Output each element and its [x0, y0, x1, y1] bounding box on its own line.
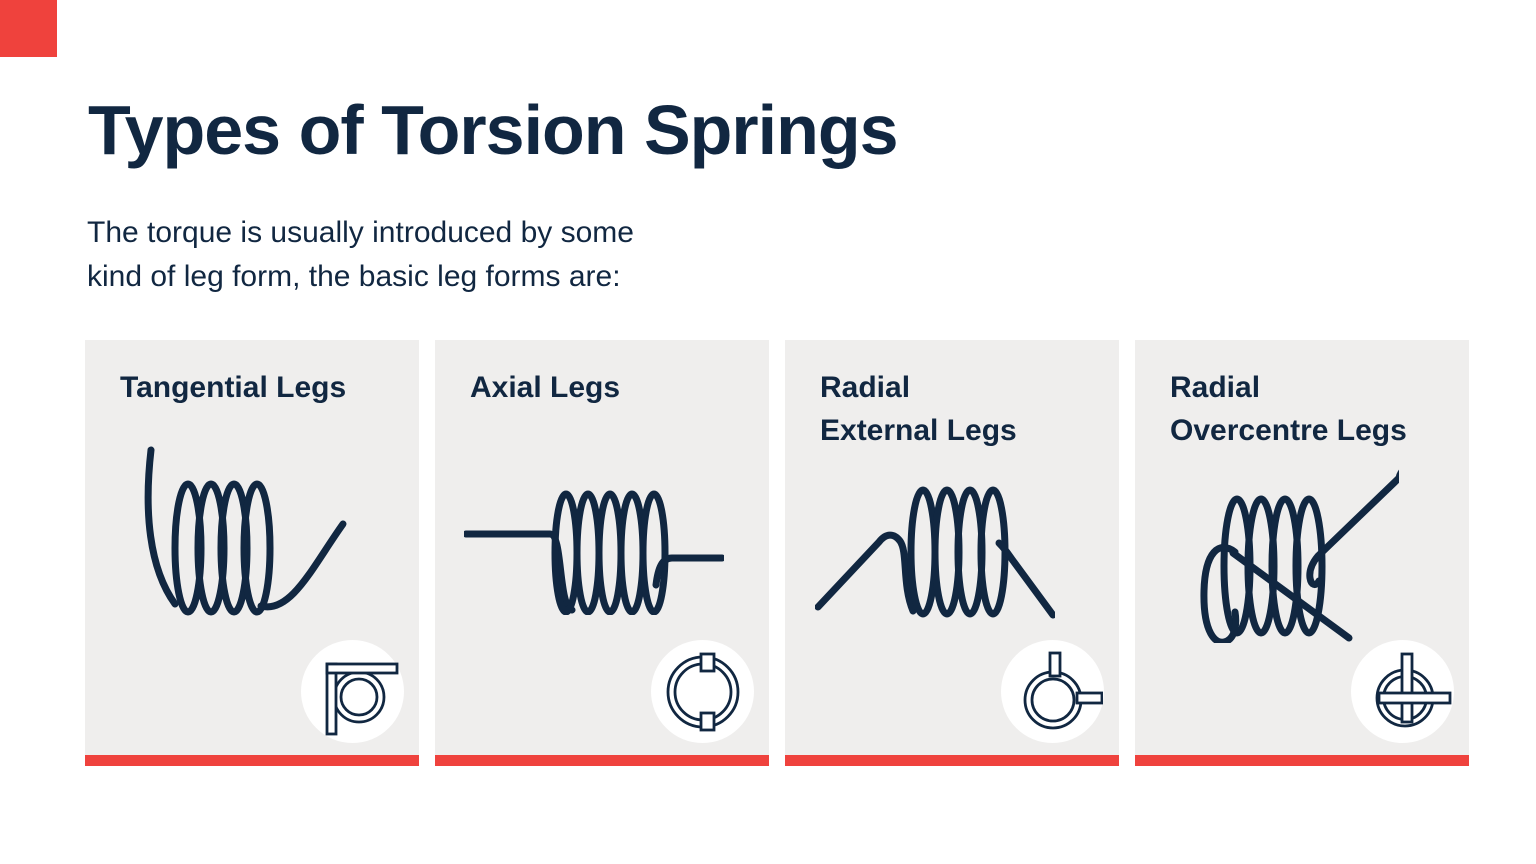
card-title: Radial Overcentre Legs	[1170, 366, 1449, 452]
card-radial-overcentre-legs: Radial Overcentre Legs	[1135, 340, 1469, 766]
page-title: Types of Torsion Springs	[88, 91, 899, 169]
card-title-line-1: Tangential Legs	[120, 371, 347, 404]
card-tangential-legs: Tangential Legs	[85, 340, 419, 766]
radial-overcentre-legs-spring-illustration	[1200, 469, 1399, 643]
tangential-legs-spring-illustration	[144, 446, 347, 616]
radial-external-legs-spring-illustration	[815, 486, 1055, 619]
card-radial-external-legs: Radial External Legs	[785, 340, 1119, 766]
card-axial-legs: Axial Legs	[435, 340, 769, 766]
radial-overcentre-end-view-glyph	[1375, 652, 1451, 727]
radial-external-end-view-icon	[1001, 640, 1104, 743]
card-title-line-2: Overcentre Legs	[1170, 414, 1407, 447]
radial-overcentre-end-view-icon	[1351, 640, 1454, 743]
card-title-line-1: Radial	[1170, 371, 1261, 404]
axial-end-view-icon	[651, 640, 754, 743]
axial-end-view-glyph	[666, 652, 739, 731]
radial-external-end-view-glyph	[1023, 651, 1103, 729]
card-title-line-1: Radial	[820, 371, 911, 404]
card-title: Radial External Legs	[820, 366, 1099, 452]
page-subtitle: The torque is usually introduced by some…	[87, 211, 634, 299]
subtitle-line-2: kind of leg form, the basic leg forms ar…	[87, 260, 621, 293]
card-title-line-1: Axial Legs	[470, 371, 621, 404]
tangential-end-view-glyph	[325, 662, 398, 735]
spring-type-cards: Tangential Legs Axial Legs	[85, 340, 1469, 766]
card-title: Tangential Legs	[120, 366, 399, 409]
card-title-line-2: External Legs	[820, 414, 1017, 447]
card-title: Axial Legs	[470, 366, 749, 409]
subtitle-line-1: The torque is usually introduced by some	[87, 216, 634, 249]
tangential-end-view-icon	[301, 640, 404, 743]
axial-legs-spring-illustration	[464, 490, 724, 615]
corner-accent-square	[0, 0, 57, 57]
